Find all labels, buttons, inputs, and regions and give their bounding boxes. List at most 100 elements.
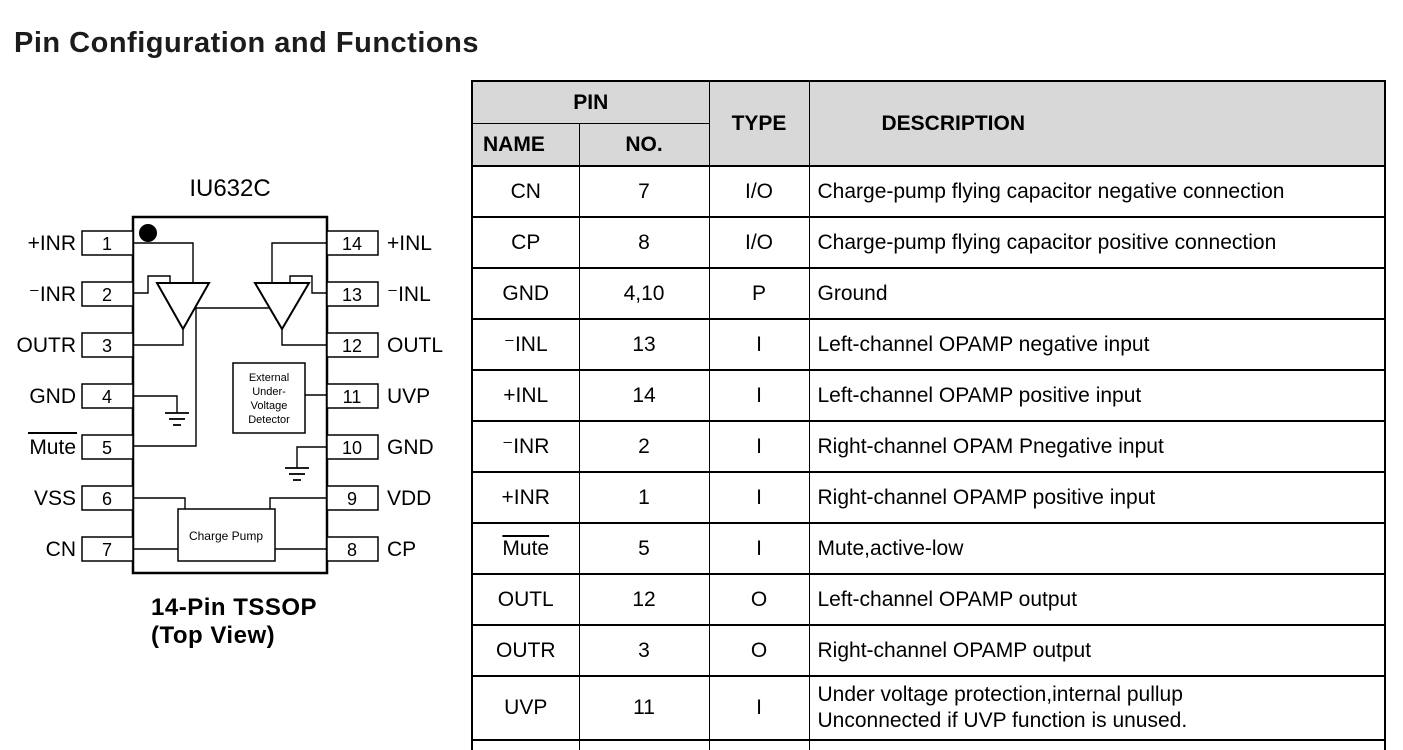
wire-pin6-to-chargepump (133, 497, 186, 509)
internal-wires (133, 242, 327, 550)
cell-pin-no: 11 (578, 675, 710, 741)
pin-label: GND (29, 385, 76, 408)
cell-pin-description: Charge-pump flying capacitor positive co… (808, 216, 1386, 269)
pin-label-mute: Mute (29, 436, 76, 459)
cell-pin-description: Left-channel OPAMP negative input (808, 318, 1386, 371)
right-pin-boxes (326, 230, 379, 562)
pin-number: 10 (342, 438, 362, 458)
cell-pin-no: 1 (578, 471, 710, 524)
wire-pin4-to-ground (133, 395, 178, 413)
header-name: NAME (471, 123, 580, 167)
cell-pin-description: Ground (808, 267, 1386, 320)
charge-pump-block: Charge Pump (177, 508, 276, 562)
package-caption-line2: (Top View) (151, 622, 275, 649)
uvd-line2: Under- (252, 386, 286, 398)
uvd-line4: Detector (248, 414, 290, 426)
pin-label: CP (387, 538, 416, 561)
cell-pin-name: OUTR (471, 624, 580, 677)
pin-number: 3 (102, 336, 112, 356)
pin-label: CN (46, 538, 76, 561)
cell-pin-type: O (708, 573, 810, 626)
cell-pin-description: Positive supply (808, 739, 1386, 750)
cell-pin-type: I/O (708, 165, 810, 218)
header-description: DESCRIPTION (808, 80, 1386, 167)
pin-label: ⁻INL (387, 283, 431, 306)
cell-pin-no: 4,10 (578, 267, 710, 320)
cell-pin-name: ⁻INR (471, 420, 580, 473)
pin-number: 13 (342, 285, 362, 305)
cell-pin-name: OUTL (471, 573, 580, 626)
cell-pin-name: GND (471, 267, 580, 320)
uvd-block: External Under- Voltage Detector (232, 362, 306, 434)
cell-pin-type: P (708, 267, 810, 320)
pin-label: OUTR (17, 334, 77, 357)
cell-pin-name: VDD (471, 739, 580, 750)
wire-opamp-to-pin12 (281, 329, 327, 346)
pin-number: 9 (347, 489, 357, 509)
cell-pin-description: Mute,active-low (808, 522, 1386, 575)
pin-number: 5 (102, 438, 112, 458)
cell-pin-type: I (708, 369, 810, 422)
table-header-row-1: PIN TYPE DESCRIPTION (471, 80, 1386, 167)
pin-label: OUTL (387, 334, 443, 357)
opamp-right-triangle (253, 282, 311, 331)
pin-number: 4 (102, 387, 112, 407)
pin-number: 6 (102, 489, 112, 509)
table-row: VDD9PPositive supply (471, 739, 1386, 750)
cell-pin-name: +INL (471, 369, 580, 422)
uvd-line3: Voltage (251, 400, 288, 412)
cell-pin-type: I (708, 420, 810, 473)
pin-label: UVP (387, 385, 430, 408)
left-pin-boxes (81, 230, 134, 562)
pin-label: GND (387, 436, 434, 459)
pin-number: 11 (343, 387, 362, 407)
wire-pin1-to-opamp (133, 242, 194, 283)
cell-pin-description: Under voltage protection,internal pullup… (808, 675, 1386, 741)
cell-pin-name: ⁻INL (471, 318, 580, 371)
pin-label: +INR (28, 232, 76, 255)
cell-pin-no: 8 (578, 216, 710, 269)
right-pin-numbers: 14 13 12 11 10 9 8 (342, 234, 362, 560)
cell-pin-name: CN (471, 165, 580, 218)
header-no: NO. (578, 123, 710, 167)
wire-pin10-to-ground (296, 446, 327, 468)
cell-pin-no: 9 (578, 739, 710, 750)
cell-pin-no: 13 (578, 318, 710, 371)
cell-pin-description: Left-channel OPAMP positive input (808, 369, 1386, 422)
pin-diagram: IU632C (17, 175, 444, 649)
right-pin-labels: +INL ⁻INL OUTL UVP GND VDD CP (387, 232, 443, 561)
chip-name: IU632C (189, 175, 270, 202)
cell-pin-name: CP (471, 216, 580, 269)
left-pin-numbers: 1 2 3 4 5 6 7 (102, 234, 112, 560)
wire-pin2-to-opamp (133, 275, 171, 294)
cell-pin-type: P (708, 739, 810, 750)
pin-label: ⁻INR (29, 283, 76, 306)
package-caption-line1: 14-Pin TSSOP (151, 594, 317, 621)
cell-pin-type: I/O (708, 216, 810, 269)
pin-label: VSS (34, 487, 76, 510)
pin-number: 12 (342, 336, 362, 356)
pin-number: 14 (342, 234, 362, 254)
wire-pin9-to-chargepump (269, 497, 327, 509)
cell-pin-no: 5 (578, 522, 710, 575)
uvd-line1: External (249, 372, 289, 384)
wire-pin14-to-opamp (271, 242, 327, 283)
pin-number: 8 (347, 540, 357, 560)
cell-pin-description: Left-channel OPAMP output (808, 573, 1386, 626)
pin-label: +INL (387, 232, 432, 255)
pin-label: VDD (387, 487, 431, 510)
cell-pin-no: 2 (578, 420, 710, 473)
